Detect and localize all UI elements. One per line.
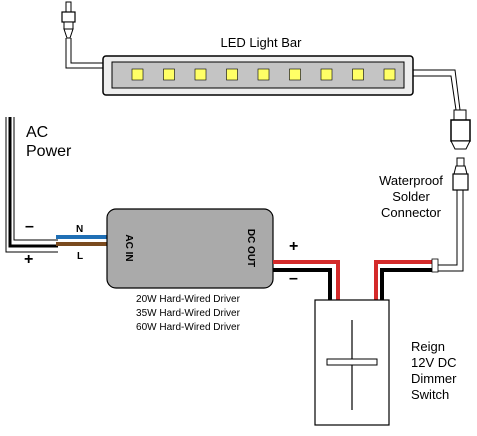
dimmer-switch bbox=[314, 299, 390, 426]
dimmer-label-line4: Switch bbox=[411, 387, 450, 402]
driver-input-label: AC IN bbox=[123, 234, 134, 262]
led-chip bbox=[194, 68, 207, 81]
connector-label-line1: Waterproof bbox=[379, 173, 443, 188]
ac-power-line bbox=[5, 117, 58, 253]
ac-power-label-line2: Power bbox=[26, 143, 72, 160]
dc-negative-sign: – bbox=[289, 270, 298, 287]
dimmer-label-line1: Reign bbox=[411, 339, 445, 354]
waterproof-connector-bottom-icon bbox=[452, 157, 469, 191]
neutral-label: N bbox=[76, 224, 84, 235]
dimmer-label-line3: Dimmer bbox=[411, 371, 457, 386]
dimmer-label-line2: 12V DC bbox=[411, 355, 457, 370]
dimmer-output-leads bbox=[374, 258, 439, 300]
ac-positive-sign: + bbox=[24, 251, 34, 268]
led-chip bbox=[289, 68, 301, 81]
driver-model-3: 60W Hard-Wired Driver bbox=[136, 322, 240, 333]
led-chip bbox=[383, 68, 396, 81]
led-chip bbox=[320, 68, 333, 81]
driver-model-1: 20W Hard-Wired Driver bbox=[136, 294, 240, 305]
connector-label-line3: Connector bbox=[381, 205, 441, 220]
dc-output-wires bbox=[273, 260, 340, 300]
led-chip bbox=[226, 68, 238, 81]
ac-negative-sign: – bbox=[25, 218, 34, 235]
top-plug-icon bbox=[61, 1, 76, 39]
waterproof-connector-top-icon bbox=[450, 109, 471, 150]
driver-output-label: DC OUT bbox=[245, 228, 256, 268]
connector-label-line2: Solder bbox=[392, 189, 430, 204]
live-label: L bbox=[77, 251, 84, 262]
led-chip bbox=[257, 68, 270, 81]
driver-box bbox=[106, 208, 274, 289]
led-output-cable bbox=[413, 69, 461, 111]
dimmer-slider-knob bbox=[326, 358, 378, 366]
driver-model-2: 35W Hard-Wired Driver bbox=[136, 308, 240, 319]
ac-power-label-line1: AC bbox=[26, 124, 49, 141]
led-chip bbox=[352, 68, 364, 81]
connector-to-dimmer-cable bbox=[436, 190, 464, 272]
led-light-bar bbox=[102, 55, 414, 96]
dc-positive-sign: + bbox=[289, 238, 299, 255]
ac-wires bbox=[56, 235, 107, 246]
led-chip bbox=[131, 68, 144, 81]
led-bar-title: LED Light Bar bbox=[220, 35, 302, 50]
led-array bbox=[131, 68, 396, 81]
led-input-cable bbox=[65, 38, 110, 69]
led-chip bbox=[163, 68, 175, 81]
